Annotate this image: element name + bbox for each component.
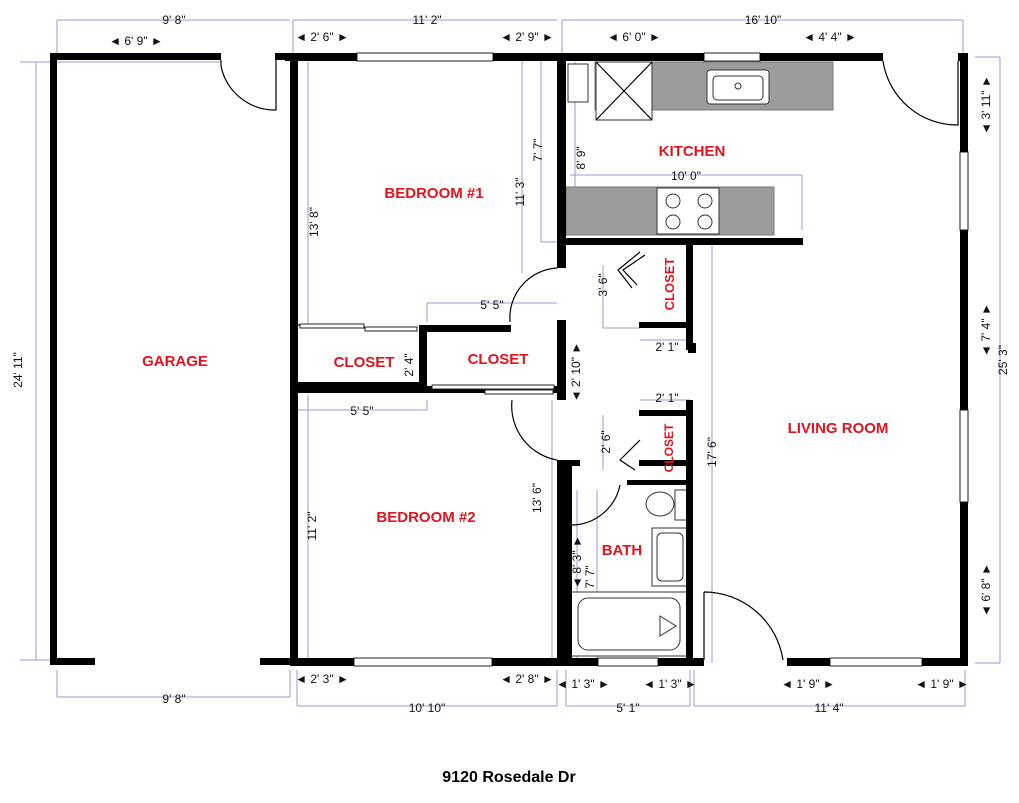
dim-closet-lower-h: 2' 6" — [599, 430, 613, 453]
window-kitchen-top — [703, 52, 761, 62]
dim-top-garage: 9' 8" — [162, 13, 185, 27]
dim-kitchen-right: ◄ 4' 4" ► — [803, 30, 857, 44]
dim-bottom-bath-right: ◄ 1' 3" ► — [643, 677, 697, 691]
dim-closet-mid-h: 2' 4" — [402, 353, 416, 376]
dim-bottom-bed2-left: ◄ 2' 3" ► — [295, 672, 349, 686]
dim-bottom-garage: 9' 8" — [162, 692, 185, 706]
dim-garage-door: ◄ 6' 9" ► — [109, 34, 163, 48]
window-bed1-top — [356, 52, 494, 62]
dim-bottom-living-left: ◄ 1' 9" ► — [781, 677, 835, 691]
bath-fixtures — [570, 489, 689, 657]
dim-top-bed1: 11' 2" — [412, 13, 441, 27]
room-label-bath: BATH — [602, 542, 643, 559]
toilet-icon — [645, 491, 675, 517]
room-label-closet-mid: CLOSET — [468, 351, 529, 368]
doors — [220, 60, 959, 661]
walls — [50, 53, 968, 666]
dim-closets-w-bottom: 5' 5" — [350, 404, 373, 418]
kitchen-fixtures — [565, 61, 834, 236]
dim-kitchen-h: 8' 9" — [574, 146, 588, 169]
dim-bath-h1: ◄ 8' 3" ► — [570, 535, 584, 589]
bath-door-swing — [571, 484, 621, 526]
dim-closet-upper-w: 2' 1" — [655, 340, 678, 354]
dim-bed1-height: 13' 8" — [307, 207, 321, 237]
window-bed2-bottom — [353, 657, 493, 667]
dim-bath-h2: 7' 7" — [583, 565, 597, 588]
window-living-right-lower — [959, 409, 969, 503]
garage-door-swing — [220, 60, 277, 111]
room-label-kitchen: KITCHEN — [659, 143, 726, 160]
dim-bottom-living-total: 11' 4" — [814, 701, 843, 715]
dim-top-right: 16' 10" — [745, 13, 782, 27]
room-label-closet-upper: CLOSET — [662, 258, 677, 311]
dim-bottom-bath-left: ◄ 1' 3" ► — [556, 677, 610, 691]
dim-right-total: 25' 3" — [996, 345, 1010, 375]
dim-closet-lower-top: 2' 1" — [655, 391, 678, 405]
toilet-tank-icon — [674, 489, 688, 521]
room-label-living: LIVING ROOM — [788, 420, 889, 437]
dim-right-lower: ◄ 6' 8" ► — [979, 563, 993, 617]
room-label-closet-left: CLOSET — [334, 354, 395, 371]
dim-bed2-height: 11' 2" — [305, 511, 319, 540]
room-label-closet-lower: CLOSET — [662, 423, 676, 472]
dim-bed1-side-a: 11' 3" — [513, 177, 527, 206]
window-bath-bottom — [597, 657, 659, 667]
room-label-bedroom1: BEDROOM #1 — [384, 185, 483, 202]
dim-kitchen-left: ◄ 6' 0" ► — [607, 30, 661, 44]
room-label-bedroom2: BEDROOM #2 — [376, 509, 475, 526]
bed1-door-swing — [509, 267, 558, 323]
dim-bed1-left: ◄ 2' 6" ► — [295, 30, 349, 44]
dim-bottom-bath-total: 5' 1" — [616, 701, 639, 715]
bed2-door-swing — [511, 399, 558, 461]
room-labels: GARAGE BEDROOM #1 CLOSET CLOSET KITCHEN … — [142, 143, 888, 559]
dim-bottom-bed2-total: 10' 10" — [409, 701, 446, 715]
dim-garage-depth: 24' 11" — [11, 352, 25, 388]
room-label-garage: GARAGE — [142, 353, 208, 370]
window-living-bottom — [829, 657, 923, 667]
front-door-swing — [882, 60, 959, 126]
dim-right-upper: ◄ 3' 11" ► — [979, 75, 993, 134]
dim-closet-upper-h: 3' 6" — [596, 273, 610, 296]
living-door-swing — [703, 591, 784, 661]
dim-bed1-right: ◄ 2' 9" ► — [500, 30, 554, 44]
window-living-right-upper — [959, 151, 969, 231]
dim-bottom-living-right: ◄ 1' 9" ► — [915, 677, 969, 691]
dim-right-mid: ◄ 7' 4" ► — [979, 303, 993, 357]
property-address: 9120 Rosedale Dr — [442, 769, 575, 786]
dim-bed1-side-b: 7' 7" — [531, 138, 545, 161]
water-heater-icon — [567, 63, 589, 103]
dimension-labels: 9' 8" 11' 2" 16' 10" ◄ 6' 9" ► ◄ 2' 6" ►… — [11, 13, 1010, 715]
dim-hall-h: ◄ 2' 10" ► — [569, 342, 583, 402]
dim-bottom-bed2-right: ◄ 2' 8" ► — [500, 672, 554, 686]
dim-living-h: 17' 6" — [705, 437, 719, 467]
dim-closets-w-top: 5' 5" — [480, 298, 503, 312]
dim-bed2-side: 13' 6" — [530, 483, 544, 513]
dim-kitchen-w: 10' 0" — [671, 169, 701, 183]
